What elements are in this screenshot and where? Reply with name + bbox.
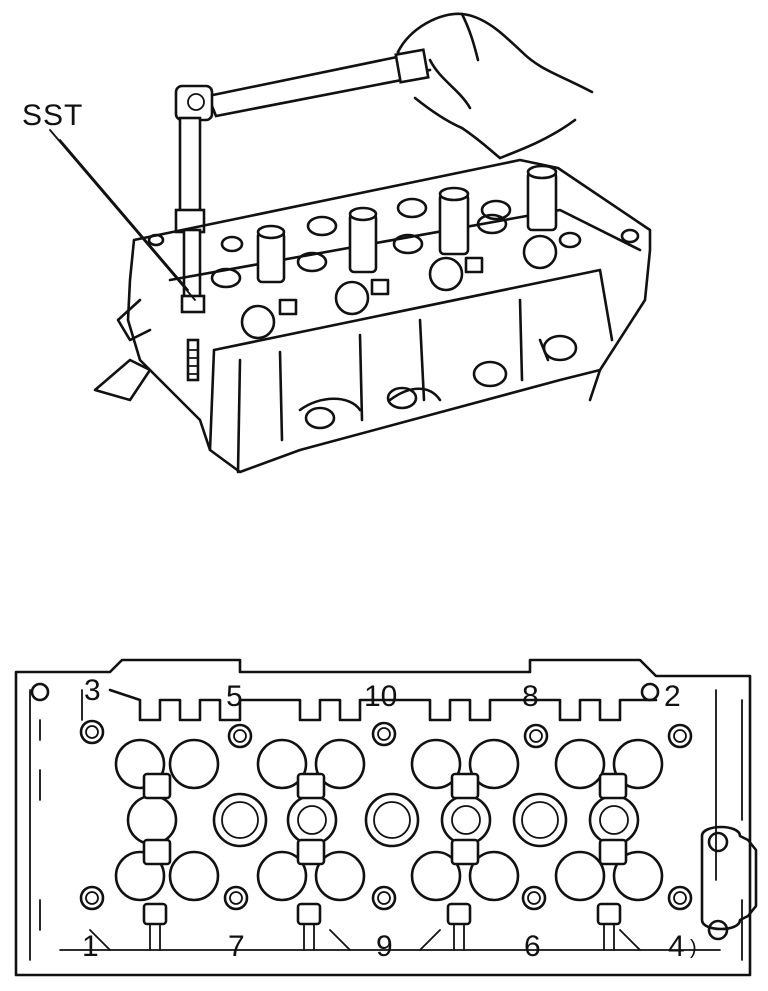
- bolt-sequence-diagram: 3 5 10 8 2 1 7 9 6 4 ): [14, 658, 758, 977]
- bolt-number-1: 1: [82, 930, 99, 963]
- bolt-number-9: 9: [376, 930, 393, 963]
- cylinder-head-illustration: SST: [22, 12, 652, 474]
- bolt-number-10: 10: [364, 680, 397, 713]
- bolt-number-2: 2: [664, 680, 681, 713]
- bolt-hole-10: [371, 721, 397, 747]
- bolt-hole-5: [227, 723, 253, 749]
- bolt-number-3: 3: [84, 674, 101, 707]
- bolt-hole-8: [523, 723, 549, 749]
- valves: [114, 738, 664, 902]
- sst-label: SST: [22, 99, 83, 132]
- bolt-number-4: 4: [668, 930, 685, 963]
- bolt-hole-6: [521, 885, 547, 911]
- paren-mark: ): [690, 937, 697, 959]
- tool-leader-line: [49, 129, 196, 301]
- bolt-hole-9: [371, 885, 397, 911]
- valve-lifters: [147, 164, 640, 340]
- bolt-number-5: 5: [226, 680, 243, 713]
- bolt-number-6: 6: [524, 930, 541, 963]
- side-bracket: [700, 825, 758, 941]
- bolt-hole-7: [223, 885, 249, 911]
- cam-caps: [142, 772, 628, 951]
- hand-illustration: [396, 12, 594, 160]
- head-outline: [14, 658, 752, 977]
- bolt-holes: [79, 719, 693, 911]
- bolt-number-8: 8: [522, 680, 539, 713]
- bolt-hole-3: [79, 719, 105, 745]
- bolt-hole-2: [667, 723, 693, 749]
- bolt-number-7: 7: [228, 930, 245, 963]
- bolt-hole-4: [667, 885, 693, 911]
- bolt-hole-1: [79, 885, 105, 911]
- head-body: [93, 158, 652, 474]
